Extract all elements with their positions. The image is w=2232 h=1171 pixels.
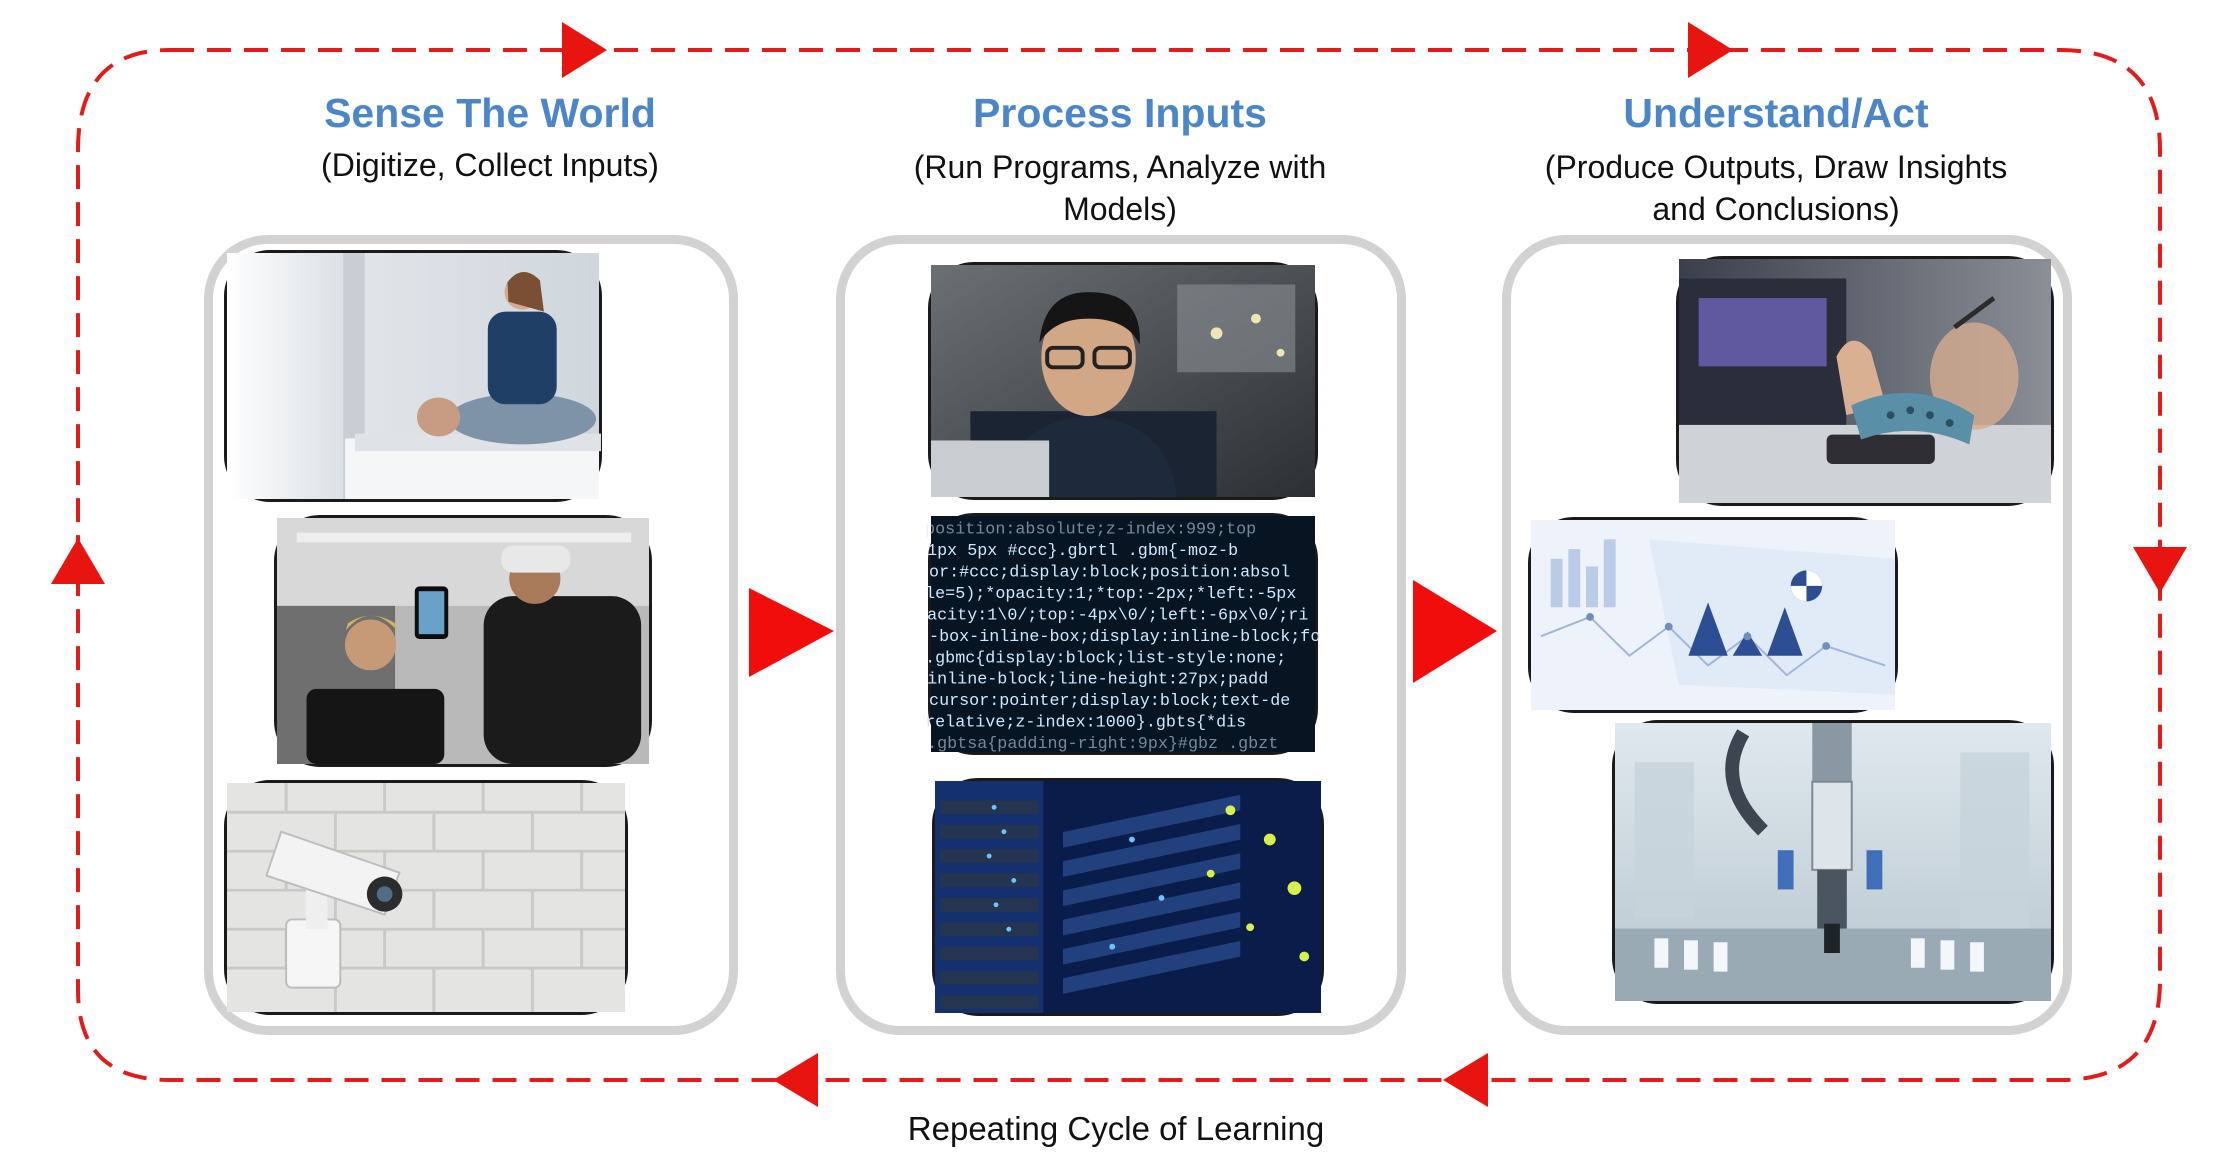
code-line: le=5);*opacity:1;*top:-2px;*left:-5px bbox=[925, 584, 1296, 603]
code-text: position:absolute;z-index:999;top 1px 5px… bbox=[925, 520, 1320, 753]
bottom-arrow-1-icon bbox=[1443, 1053, 1488, 1107]
robotic-arm-photo bbox=[1612, 720, 2054, 1004]
stage-subtitle-act: (Produce Outputs, Draw Insights and Conc… bbox=[1496, 146, 2056, 230]
bottom-arrow-2-icon bbox=[773, 1053, 818, 1107]
stage-title-process: Process Inputs bbox=[973, 90, 1267, 136]
code-line: 1px 5px #ccc}.gbrtl .gbm{-moz-b bbox=[927, 541, 1238, 560]
flow-arrow-process-to-act-icon bbox=[1413, 580, 1497, 683]
flow-arrow-sense-to-process-icon bbox=[749, 588, 834, 677]
left-up-arrow-icon bbox=[51, 538, 105, 584]
code-line: or:#ccc;display:block;position:absol bbox=[929, 563, 1290, 582]
subtitle-line: (Produce Outputs, Draw Insights bbox=[1544, 149, 2008, 185]
top-arrow-1-icon bbox=[562, 22, 607, 78]
code-line: cursor:pointer;display:block;text-de bbox=[929, 691, 1290, 710]
subtitle-line: and Conclusions) bbox=[1652, 191, 1900, 227]
server-rack-photo bbox=[932, 778, 1324, 1016]
subtitle-line: (Run Programs, Analyze with bbox=[913, 149, 1327, 185]
stage-title-act: Understand/Act bbox=[1623, 90, 1929, 136]
code-line: .gbtsa{padding-right:9px}#gbz .gbzt bbox=[927, 734, 1278, 753]
stage-subtitle-process: (Run Programs, Analyze with Models) bbox=[840, 146, 1400, 230]
subtitle-line: Models) bbox=[1063, 191, 1177, 227]
cycle-caption: Repeating Cycle of Learning bbox=[907, 1110, 1325, 1147]
barber-smartphone-photo bbox=[274, 515, 652, 767]
code-line: .gbmc{display:block;list-style:none; bbox=[925, 648, 1286, 667]
code-line: acity:1\0/;top:-4px\0/;left:-6px\0/;ri bbox=[927, 605, 1308, 624]
security-camera-photo bbox=[224, 780, 628, 1015]
stage-title-sense: Sense The World bbox=[324, 90, 656, 136]
programmer-screen-photo bbox=[928, 262, 1318, 500]
stage-subtitle-sense: (Digitize, Collect Inputs) bbox=[210, 144, 770, 186]
mri-scan-photo bbox=[224, 250, 602, 502]
cycle-dashed-path bbox=[76, 48, 2162, 1082]
code-line: inline-block;line-height:27px;padd bbox=[927, 670, 1268, 689]
source-code-photo: position:absolute;z-index:999;top 1px 5px… bbox=[925, 513, 1320, 755]
code-line: -box-inline-box;display:inline-block;fo bbox=[929, 627, 1320, 646]
code-line: relative;z-index:1000}.gbts{*dis bbox=[925, 713, 1246, 732]
right-down-arrow-icon bbox=[2133, 547, 2187, 593]
code-line: position:absolute;z-index:999;top bbox=[925, 520, 1256, 539]
top-arrow-2-icon bbox=[1688, 22, 1733, 78]
analytics-charts-photo bbox=[1528, 517, 1898, 713]
3d-printed-brace-photo bbox=[1676, 256, 2054, 506]
subtitle-line: (Digitize, Collect Inputs) bbox=[321, 147, 659, 183]
